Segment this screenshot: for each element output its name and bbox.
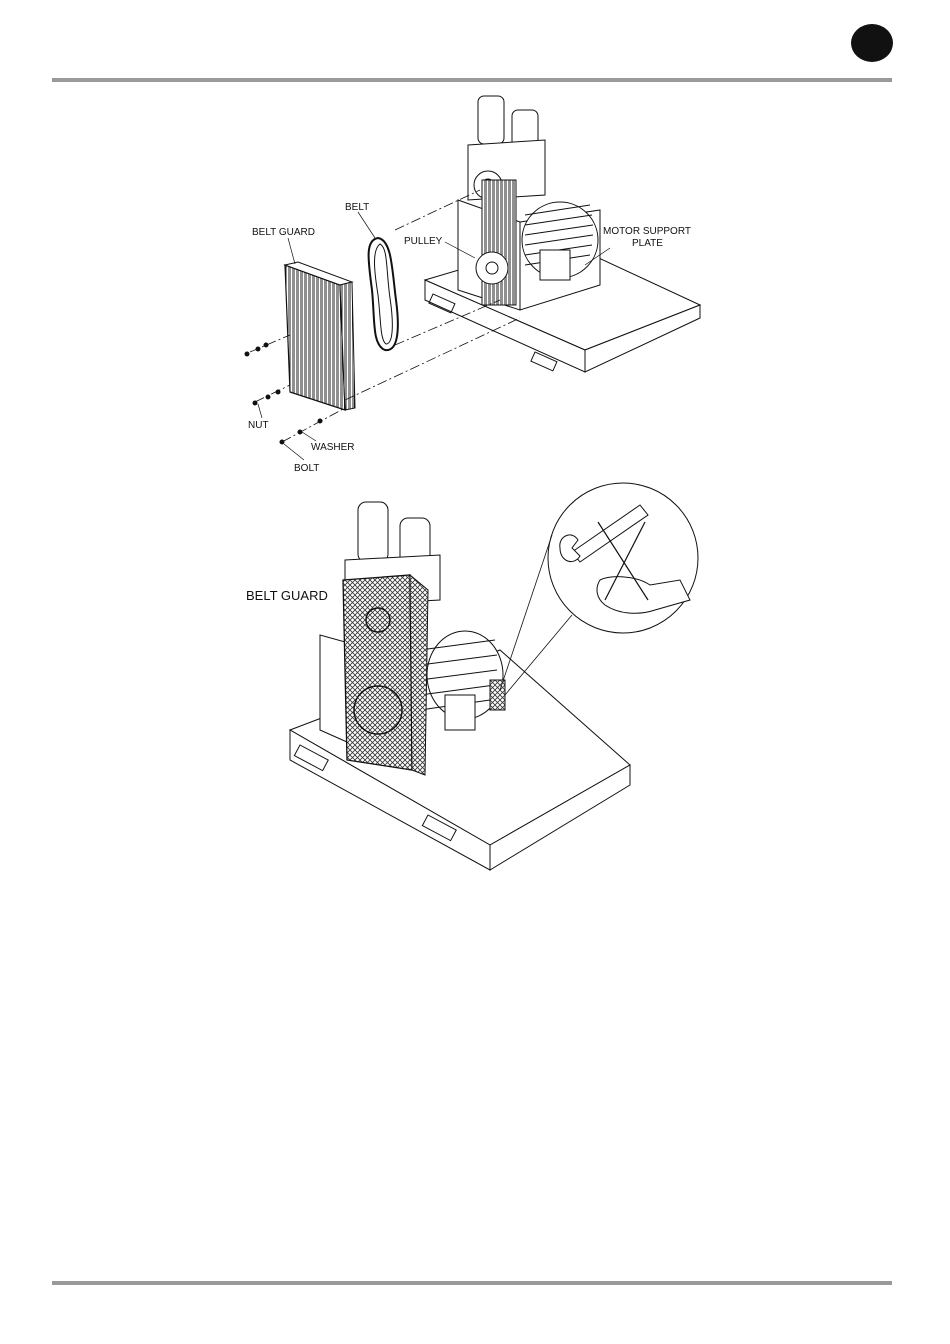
label-belt-guard: BELT GUARD [252,227,315,238]
label-motor-support-1: MOTOR SUPPORT [603,226,691,237]
label-bolt: BOLT [294,463,319,474]
label-washer: WASHER [311,442,355,453]
label-motor-support-2: PLATE [632,238,663,249]
label-belt: BELT [345,202,369,213]
label-belt-guard-assembled: BELT GUARD [246,588,328,603]
belt-path-top [482,180,516,305]
belt-guard-exploded [285,262,355,410]
label-nut: NUT [248,420,269,431]
filter-left [358,502,388,562]
label-pulley: PULLEY [404,236,443,247]
belt-guard-assembled [343,575,428,775]
bottom-drawing [290,483,698,870]
top-drawing [245,96,700,460]
